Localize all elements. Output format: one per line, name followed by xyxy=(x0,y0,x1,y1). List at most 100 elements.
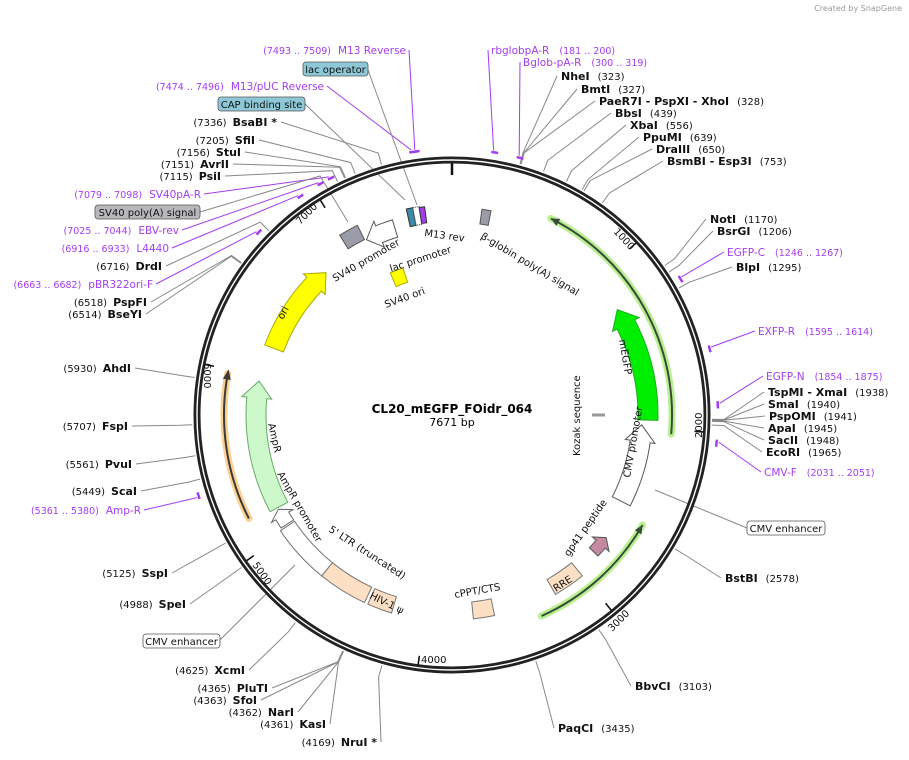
callout-leader-line xyxy=(367,69,418,206)
enzyme-label: BlpI(1295) xyxy=(736,261,801,274)
enzyme-position: (6514) xyxy=(68,310,101,321)
callout-leader-line xyxy=(199,175,349,223)
primer-leader-line xyxy=(181,182,319,231)
feature-label: SV40 ori xyxy=(383,286,426,311)
enzyme-position: (5707) xyxy=(63,422,96,433)
enzyme-leader-line xyxy=(535,660,555,729)
enzyme-name: PpuMI xyxy=(643,131,682,144)
enzyme-leader-line xyxy=(581,136,640,191)
tick-mark xyxy=(204,363,215,368)
feature-label: cPPT/CTS xyxy=(454,582,502,601)
enzyme-leader-line xyxy=(711,391,765,421)
enzyme-position: (1940) xyxy=(807,400,840,411)
enzyme-position: (1945) xyxy=(804,424,837,435)
primer-range: (300 .. 319) xyxy=(591,58,647,69)
primer-binding-mark xyxy=(707,345,712,353)
callout-leader-line xyxy=(219,564,296,641)
enzyme-leader-line xyxy=(711,403,765,421)
callout-leader-line xyxy=(654,489,748,529)
m13-rev-box xyxy=(418,206,428,224)
callout-label: CAP binding site xyxy=(221,100,303,111)
enzyme-leader-line xyxy=(165,221,270,267)
enzyme-position: (1965) xyxy=(808,448,841,459)
primer-name: EGFP-N xyxy=(766,371,805,383)
enzyme-position: (5449) xyxy=(72,487,105,498)
enzyme-leader-line xyxy=(244,151,346,179)
primer-binding-mark xyxy=(196,492,201,500)
region-arc-upper xyxy=(550,217,673,435)
tick-mark xyxy=(245,554,255,562)
enzyme-name: SacII xyxy=(768,434,798,447)
primer-label: (7079 .. 7098)SV40pA-R xyxy=(74,189,201,201)
sv40-promoter-arrow xyxy=(365,219,399,249)
primer-leader-line xyxy=(681,251,725,278)
enzyme-leader-line xyxy=(520,88,578,165)
enzyme-label: (7205)SfiI xyxy=(196,134,255,147)
enzyme-label: (4365)PluTI xyxy=(197,682,268,695)
tick-mark xyxy=(628,242,637,250)
primer-label: (7474 .. 7496)M13/pUC Reverse xyxy=(156,81,324,93)
enzyme-leader-line xyxy=(189,567,242,605)
callout-cap-binding-site: CAP binding site xyxy=(217,96,306,112)
enzyme-position: (4363) xyxy=(193,696,226,707)
enzyme-name: PspOMI xyxy=(769,410,816,423)
primer-leader-line xyxy=(718,441,762,473)
primer-label: rbglobpA-R(181 .. 200) xyxy=(491,45,615,57)
enzyme-name: PaeR7I - PspXI - XhoI xyxy=(599,95,729,108)
cmv-promoter-arrow xyxy=(611,424,657,507)
callout-label: CMV enhancer xyxy=(750,524,824,535)
enzyme-position: (2578) xyxy=(766,574,799,585)
enzyme-position: (5125) xyxy=(102,569,135,580)
primer-binding-mark xyxy=(516,155,524,160)
enzyme-position: (4169) xyxy=(302,738,335,749)
enzyme-name: BstBI xyxy=(725,572,758,585)
primer-name: Amp-R xyxy=(106,505,141,517)
callout-cmv-enhancer: CMV enhancer xyxy=(142,633,221,649)
callout-box xyxy=(302,61,369,77)
sv40-polyA-box xyxy=(339,224,366,250)
primer-name: pBR322ori-F xyxy=(88,279,153,291)
enzyme-name: PvuI xyxy=(105,458,132,471)
enzyme-name: TspMI - XmaI xyxy=(768,386,847,399)
enzyme-position: (1295) xyxy=(768,263,801,274)
enzyme-label: BbvCI(3103) xyxy=(635,680,712,693)
enzyme-label: DraIII(650) xyxy=(656,143,725,156)
enzyme-position: (6518) xyxy=(74,298,107,309)
enzyme-label: (6514)BseYI xyxy=(68,308,142,321)
enzyme-label: (4625)XcmI xyxy=(175,664,245,677)
tick-mark xyxy=(417,655,421,665)
enzyme-name: SspI xyxy=(142,567,168,580)
primer-range: (1246 .. 1267) xyxy=(775,248,843,259)
enzyme-position: (7151) xyxy=(161,160,194,171)
enzyme-leader-line xyxy=(583,148,653,192)
enzyme-label: BsrGI(1206) xyxy=(717,225,792,238)
enzyme-name: AvrII xyxy=(200,158,229,171)
callout-leader-line xyxy=(304,103,406,201)
feature-label: Kozak sequence xyxy=(572,375,583,456)
primer-leader-line xyxy=(171,195,299,249)
primer-leader-line xyxy=(143,497,198,511)
enzyme-label: (7151) AvrII xyxy=(161,158,229,171)
enzyme-name: BmtI xyxy=(581,83,610,96)
primer-name: Bglob-pA-R xyxy=(523,57,581,69)
plasmid-name: CL20_mEGFP_FOidr_064 xyxy=(372,402,533,417)
ring-gap xyxy=(196,159,708,671)
enzyme-label: (7115)PsiI xyxy=(159,170,221,183)
primer-name: EXFP-R xyxy=(758,326,795,338)
enzyme-label: BbsI(439) xyxy=(615,107,677,120)
enzyme-name: ApaI xyxy=(768,422,796,435)
primer-range: (1854 .. 1875) xyxy=(815,372,883,383)
callout-box xyxy=(142,633,221,649)
enzyme-label: (7336)BsaBI * xyxy=(193,116,277,129)
primer-name: CMV-F xyxy=(764,467,797,479)
primer-binding-mark xyxy=(327,175,335,181)
enzyme-leader-line xyxy=(520,100,596,165)
enzyme-label: PaqCI(3435) xyxy=(558,722,635,735)
primer-binding-mark xyxy=(491,150,499,155)
primer-name: M13/pUC Reverse xyxy=(231,81,324,93)
enzyme-position: (7156) xyxy=(177,148,210,159)
enzyme-name: NotI xyxy=(710,213,736,226)
enzyme-leader-line xyxy=(135,455,196,465)
ori-arrow xyxy=(264,272,327,353)
enzyme-name: AhdI xyxy=(103,362,131,375)
